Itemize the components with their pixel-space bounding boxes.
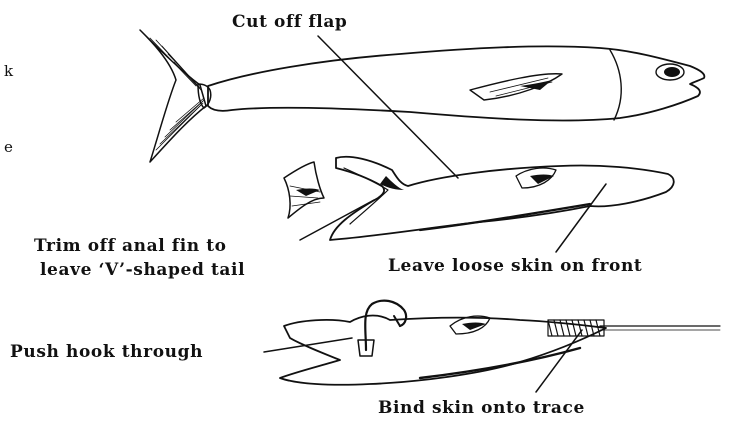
label-trim-anal-fin-line2: leave ‘V’-shaped tail — [40, 262, 245, 279]
rigged-bait-drawing — [280, 301, 720, 385]
label-cut-off-flap: Cut off flap — [232, 14, 347, 31]
leader-push-hook — [264, 338, 352, 352]
leader-bind-skin — [536, 330, 582, 392]
cut-flap-drawing — [284, 157, 674, 240]
label-bind-skin: Bind skin onto trace — [378, 400, 585, 417]
leader-lines — [264, 36, 606, 392]
leader-loose-skin — [556, 184, 606, 252]
label-leave-loose-skin: Leave loose skin on front — [388, 258, 642, 275]
label-push-hook: Push hook through — [10, 344, 203, 361]
label-trim-anal-fin-line1: Trim off anal fin to — [34, 238, 227, 255]
leader-trim-anal-fin — [300, 200, 374, 240]
